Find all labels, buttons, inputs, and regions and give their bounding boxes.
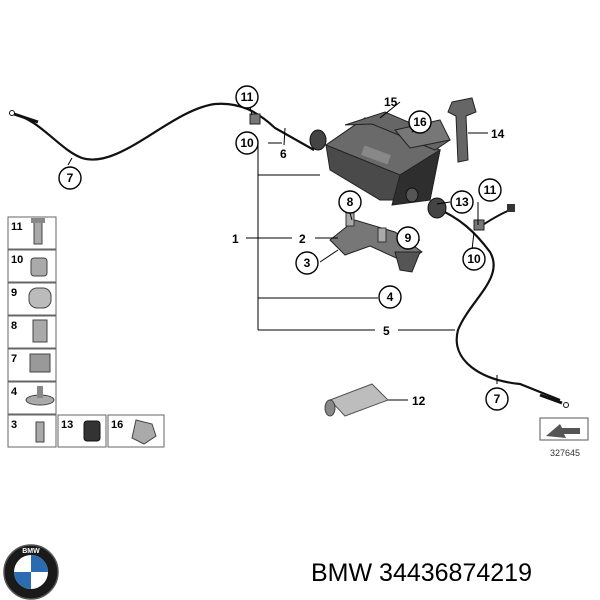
- callout-label: 10: [467, 252, 481, 266]
- callout-9: 9: [396, 226, 420, 250]
- callout-7-left: 7: [58, 166, 82, 190]
- callout-10-right: 10: [462, 247, 486, 271]
- callout-16: 16: [408, 110, 432, 134]
- direction-arrow-icon: [539, 417, 589, 441]
- callout-label: 4: [387, 290, 394, 304]
- label-1: 1: [232, 232, 239, 246]
- legend-label-7: 7: [11, 353, 17, 365]
- callout-label: 11: [484, 183, 497, 197]
- legend-label-16: 16: [111, 419, 123, 431]
- cable-right: [435, 206, 561, 402]
- callout-label: 13: [455, 195, 469, 209]
- part-14-lever: [447, 97, 477, 163]
- callout-7-right: 7: [485, 387, 509, 411]
- mounting-bracket: [329, 211, 423, 273]
- label-14: 14: [491, 127, 505, 141]
- callout-label: 9: [405, 231, 412, 245]
- bmw-logo: BMW: [3, 544, 59, 600]
- callout-label: 3: [304, 256, 311, 270]
- label-2: 2: [299, 232, 306, 246]
- legend-label-10: 10: [11, 254, 23, 266]
- callout-label: 8: [347, 195, 354, 209]
- diagram-code: 327645: [550, 448, 580, 458]
- parking-brake-cables: [9, 102, 569, 408]
- callout-label: 7: [67, 171, 74, 185]
- callout-label: 7: [494, 392, 501, 406]
- legend-label-8: 8: [11, 320, 17, 332]
- label-12: 12: [412, 394, 426, 408]
- legend-label-3: 3: [11, 419, 17, 431]
- callout-3: 3: [295, 251, 319, 275]
- callout-label: 10: [240, 136, 254, 150]
- part-12-grease-tube: [324, 383, 389, 417]
- legend-label-13: 13: [61, 419, 73, 431]
- label-6: 6: [280, 147, 287, 161]
- callout-11-right: 11: [478, 178, 502, 202]
- callout-13: 13: [450, 190, 474, 214]
- part-number-title: BMW 34436874219: [311, 559, 532, 587]
- callout-label: 16: [413, 115, 427, 129]
- cable-left: [13, 102, 315, 161]
- callout-4: 4: [378, 285, 402, 309]
- logo-letters: BMW: [22, 548, 40, 555]
- legend-label-4: 4: [11, 386, 18, 398]
- legend-label-9: 9: [11, 287, 17, 299]
- callout-11-top: 11: [235, 85, 259, 109]
- callout-8: 8: [338, 190, 362, 214]
- callout-10-top: 10: [235, 131, 259, 155]
- legend-thumbnails: [25, 218, 157, 445]
- label-15: 15: [384, 95, 398, 109]
- legend-label-11: 11: [11, 221, 23, 233]
- label-5: 5: [383, 324, 390, 338]
- callout-label: 11: [241, 90, 254, 104]
- parts-legend: [7, 216, 165, 448]
